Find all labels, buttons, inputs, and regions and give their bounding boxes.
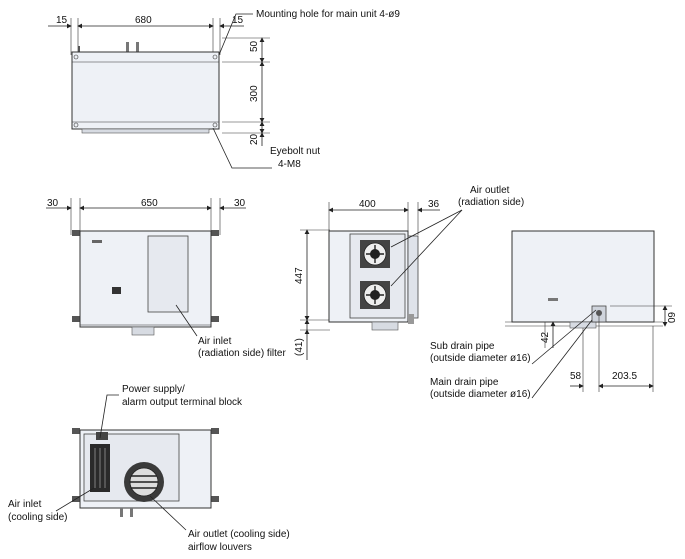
eyebolt-spec-label: 4-M8	[278, 159, 301, 170]
sub-drain-pipe-label: Sub drain pipe	[430, 341, 495, 352]
upper-fan-icon	[360, 240, 390, 268]
side-dim-400: 400	[359, 199, 376, 210]
sub-drain-diameter-label: (outside diameter ø16)	[430, 353, 531, 364]
side-view: 400 36 447 (41) Air outlet	[294, 185, 524, 360]
main-drain-pipe-label: Main drain pipe	[430, 377, 499, 388]
top-view-body	[71, 51, 220, 130]
right-dim-42: 42	[540, 331, 551, 343]
right-view-body	[511, 230, 655, 323]
front-air-inlet-filter-label: (radiation side) filter	[198, 348, 286, 359]
airflow-louvers-label: airflow louvers	[188, 542, 252, 553]
side-dim-36: 36	[428, 199, 440, 210]
side-air-outlet-label: Air outlet	[470, 185, 510, 196]
side-dim-447: 447	[294, 267, 305, 284]
lower-fan-icon	[360, 281, 390, 309]
main-drain-diameter-label: (outside diameter ø16)	[430, 389, 531, 400]
mounting-hole-label: Mounting hole for main unit 4-ø9	[256, 9, 400, 20]
front-air-inlet-label: Air inlet	[198, 336, 232, 347]
right-dim-58: 58	[570, 371, 582, 382]
rear-air-outlet-label: Air outlet (cooling side)	[188, 529, 290, 540]
front-dim-30-left: 30	[47, 198, 59, 209]
front-filter-panel	[147, 235, 189, 313]
rear-fan-louver-icon	[124, 462, 164, 502]
rear-view: Power supply/ alarm output terminal bloc…	[8, 384, 290, 553]
rear-air-inlet-side-label: (cooling side)	[8, 512, 67, 523]
top-dim-50: 50	[249, 40, 260, 52]
front-dim-30-right: 30	[234, 198, 246, 209]
side-dim-41: (41)	[294, 338, 305, 356]
front-view: 30 650 30 Air inlet (radiation side) fil…	[46, 198, 286, 359]
top-dim-680: 680	[135, 15, 152, 26]
front-view-body	[79, 230, 212, 328]
right-dim-203: 203.5	[612, 371, 637, 382]
side-air-outlet-side-label: (radiation side)	[458, 197, 524, 208]
top-dim-15-left: 15	[56, 15, 68, 26]
top-view: 15 680 15 50 300 20 Mounting hole for ma…	[48, 9, 400, 170]
rear-air-inlet-label: Air inlet	[8, 499, 42, 510]
terminal-block-label: alarm output terminal block	[122, 397, 243, 408]
eyebolt-label: Eyebolt nut	[270, 146, 320, 157]
front-dim-650: 650	[141, 198, 158, 209]
right-view: 60 42 58 203.5 Sub drain pipe (outside d…	[430, 230, 676, 400]
right-dim-60: 60	[665, 312, 676, 324]
top-dim-20: 20	[249, 133, 260, 145]
top-dim-300: 300	[249, 85, 260, 102]
top-dim-15-right: 15	[232, 15, 244, 26]
power-supply-label: Power supply/	[122, 384, 185, 395]
